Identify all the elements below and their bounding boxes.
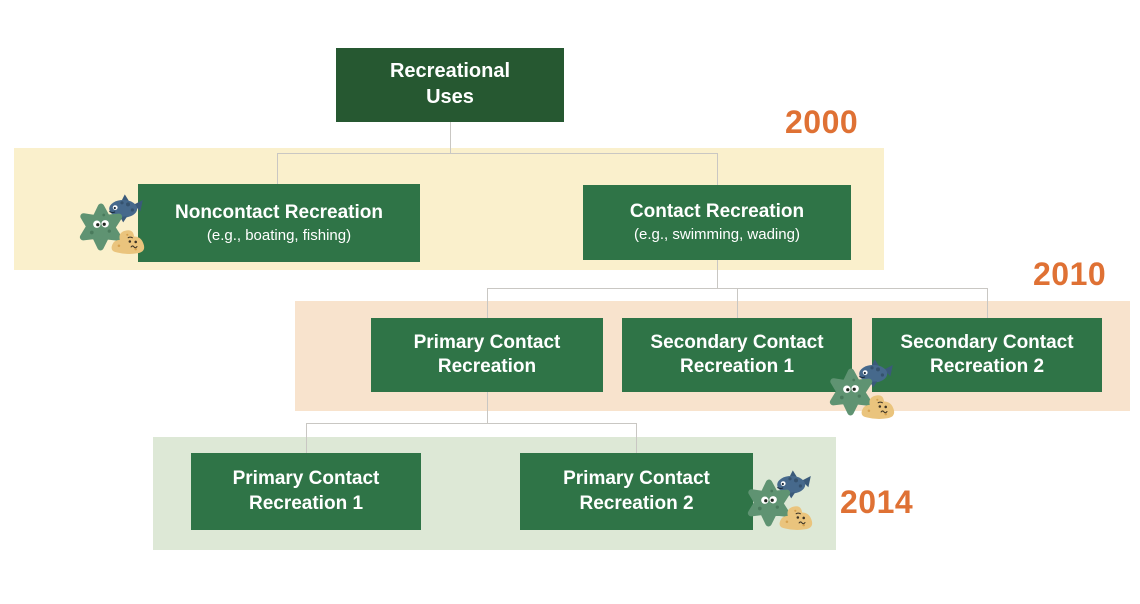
connector-line [487,392,488,423]
node-secondary-contact-recreation-2: Secondary Contact Recreation 2 [872,318,1102,392]
critter-icons-cluster [828,358,895,420]
node-title: Recreational Uses [389,60,511,108]
node-title: Contact Recreation [629,201,805,223]
connector-line [987,289,988,318]
node-primary-contact-recreation-1: Primary Contact Recreation 1 [191,453,421,530]
year-label-2010: 2010 [1033,256,1107,292]
node-recreational-uses: Recreational Uses [336,48,564,122]
connector-line [450,122,451,154]
node-primary-contact-recreation-2: Primary Contact Recreation 2 [520,453,753,530]
connector-line [306,423,637,424]
node-title: Primary Contact Recreation [413,331,561,377]
node-noncontact-recreation: Noncontact Recreation (e.g., boating, fi… [138,184,420,262]
node-title: Noncontact Recreation [175,201,383,223]
critter-icons-cluster [746,469,813,531]
node-title: Primary Contact Recreation 2 [563,468,710,514]
connector-line [306,424,307,453]
node-subtitle: (e.g., swimming, wading) [634,226,800,244]
year-label-2014: 2014 [840,484,914,520]
connector-line [487,288,988,289]
year-label-2000: 2000 [785,104,859,140]
connector-line [636,424,637,453]
connector-line [487,289,488,318]
node-title: Primary Contact Recreation 1 [232,468,380,514]
connector-line [277,154,278,184]
connector-line [717,154,718,185]
connector-line [717,260,718,288]
node-secondary-contact-recreation-1: Secondary Contact Recreation 1 [622,318,852,392]
connector-line [277,153,718,154]
node-primary-contact-recreation: Primary Contact Recreation [371,318,603,392]
node-title: Secondary Contact Recreation 2 [900,331,1074,377]
node-title: Secondary Contact Recreation 1 [650,331,824,377]
node-contact-recreation: Contact Recreation (e.g., swimming, wadi… [583,185,851,260]
connector-line [737,289,738,318]
critter-icons-cluster [78,193,145,255]
node-subtitle: (e.g., boating, fishing) [206,226,352,244]
